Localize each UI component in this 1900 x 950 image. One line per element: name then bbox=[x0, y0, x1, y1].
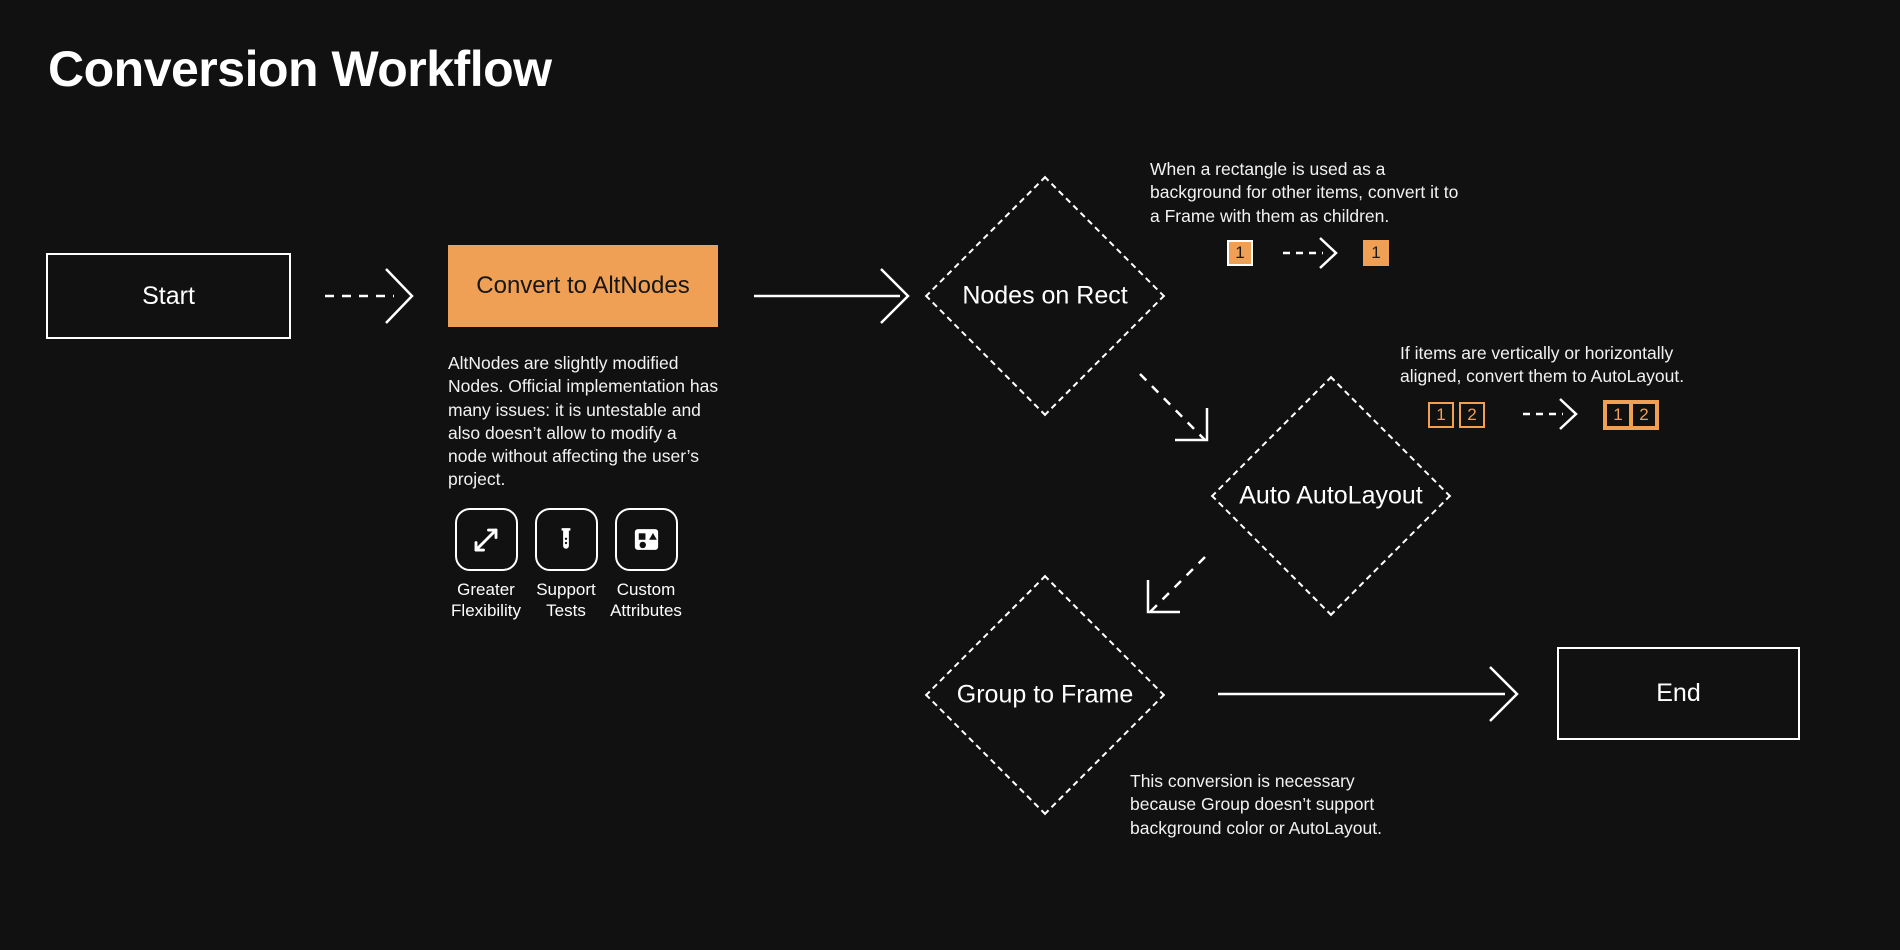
badge-row-auto-autolayout: 1 2 1 2 bbox=[1428, 400, 1659, 430]
badge-rect-after-1: 1 bbox=[1363, 240, 1389, 266]
badge-layout-after-2: 2 bbox=[1631, 402, 1657, 428]
feature-list: Greater Flexibility Support Tests bbox=[451, 508, 682, 621]
test-tube-icon bbox=[534, 508, 598, 571]
node-start[interactable]: Start bbox=[46, 253, 291, 339]
node-convert-label: Convert to AltNodes bbox=[476, 272, 690, 299]
note-altnodes: AltNodes are slightly modified Nodes. Of… bbox=[448, 353, 719, 490]
node-end-label: End bbox=[1656, 679, 1701, 707]
feature-custom-attributes[interactable]: Custom Attributes bbox=[610, 508, 682, 621]
feature-greater-flexibility[interactable]: Greater Flexibility bbox=[451, 508, 521, 621]
feature-support-tests[interactable]: Support Tests bbox=[533, 508, 599, 621]
badge-layout-before-2: 2 bbox=[1459, 402, 1485, 428]
node-auto-autolayout-label: Auto AutoLayout bbox=[1239, 481, 1423, 510]
node-nodes-on-rect[interactable]: Nodes on Rect bbox=[924, 175, 1166, 417]
badge-rect-before-1: 1 bbox=[1227, 240, 1253, 266]
page-title: Conversion Workflow bbox=[48, 41, 552, 97]
badge-layout-before-1: 1 bbox=[1428, 402, 1454, 428]
note-auto-autolayout: If items are vertically or horizontally … bbox=[1400, 343, 1685, 387]
shapes-icon bbox=[614, 508, 678, 571]
expand-arrows-icon bbox=[454, 508, 518, 571]
badge-group-before: 1 2 bbox=[1428, 402, 1485, 428]
note-nodes-on-rect: When a rectangle is used as a background… bbox=[1150, 159, 1459, 226]
node-end[interactable]: End bbox=[1557, 647, 1800, 740]
node-nodes-on-rect-label: Nodes on Rect bbox=[962, 281, 1128, 310]
connector-convert-to-nodes-on-rect bbox=[754, 268, 910, 324]
feature-label: Greater Flexibility bbox=[451, 580, 521, 620]
node-group-to-frame[interactable]: Group to Frame bbox=[924, 574, 1166, 816]
node-auto-autolayout[interactable]: Auto AutoLayout bbox=[1210, 375, 1452, 617]
badge-layout-after-1: 1 bbox=[1605, 402, 1631, 428]
connector-group-to-frame-to-end bbox=[1218, 666, 1519, 722]
feature-label: Support Tests bbox=[536, 580, 596, 620]
feature-label: Custom Attributes bbox=[610, 580, 682, 620]
node-group-to-frame-label: Group to Frame bbox=[956, 680, 1134, 709]
note-group-to-frame: This conversion is necessary because Gro… bbox=[1130, 771, 1382, 838]
badge-row-nodes-on-rect: 1 1 bbox=[1227, 240, 1389, 266]
node-start-label: Start bbox=[142, 281, 195, 310]
connector-start-to-convert bbox=[325, 268, 414, 324]
badge-group-after: 1 2 bbox=[1603, 400, 1659, 430]
connector-nodes-on-rect-to-auto-autolayout bbox=[1139, 373, 1209, 442]
node-convert-to-altnodes[interactable]: Convert to AltNodes bbox=[448, 245, 718, 327]
